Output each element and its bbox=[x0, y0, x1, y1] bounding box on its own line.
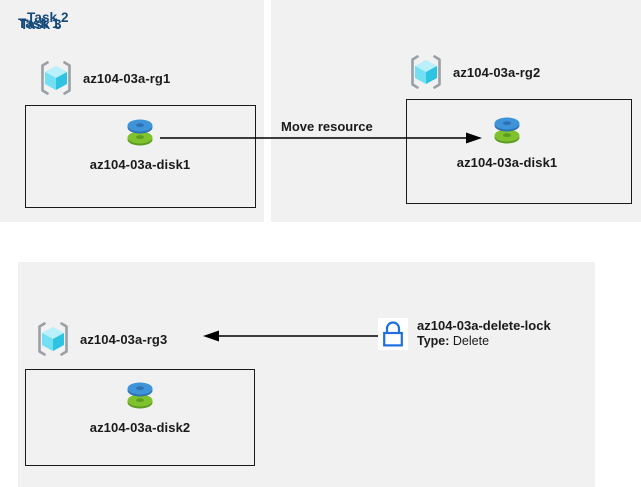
resource-group-label-rg1: az104-03a-rg1 bbox=[83, 70, 171, 86]
connector-lock-to-resource-group bbox=[203, 330, 381, 342]
managed-disk-icon bbox=[120, 375, 160, 415]
panel-title-task-1: Task 1 bbox=[18, 16, 60, 31]
panel-title-task-2: Task 2 bbox=[27, 10, 69, 25]
delete-lock-type-value: Delete bbox=[452, 333, 490, 348]
resource-container-task-3 bbox=[25, 369, 255, 466]
disk-node-task-2[interactable]: az104-03a-disk1 bbox=[447, 110, 567, 170]
managed-disk-icon bbox=[120, 112, 160, 152]
connector-move-resource bbox=[160, 132, 482, 144]
panel-title-task-3: Task 3 bbox=[20, 17, 62, 32]
delete-lock-name: az104-03a-delete-lock bbox=[417, 318, 551, 333]
panel-task-3 bbox=[18, 262, 595, 487]
connector-label-move-resource: Move resource bbox=[281, 119, 373, 134]
panel-task-2 bbox=[271, 0, 641, 222]
resource-group-label-rg2: az104-03a-rg2 bbox=[453, 64, 541, 80]
delete-lock-type-label: Type: bbox=[417, 333, 450, 348]
disk-label-task-2: az104-03a-disk1 bbox=[456, 155, 558, 170]
disk-node-task-3[interactable]: az104-03a-disk2 bbox=[84, 375, 196, 435]
panel-task-1 bbox=[0, 0, 264, 222]
disk-label-task-3: az104-03a-disk2 bbox=[89, 420, 191, 435]
delete-lock-node[interactable]: az104-03a-delete-lock Type: Delete bbox=[378, 318, 551, 350]
resource-container-task-1 bbox=[25, 105, 256, 208]
resource-container-task-2 bbox=[406, 99, 632, 204]
managed-disk-icon bbox=[487, 110, 527, 150]
lock-icon bbox=[378, 318, 408, 350]
resource-group-icon bbox=[33, 319, 73, 359]
delete-lock-text: az104-03a-delete-lock Type: Delete bbox=[417, 318, 551, 349]
resource-group-icon bbox=[406, 52, 446, 92]
disk-node-task-1[interactable]: az104-03a-disk1 bbox=[85, 112, 195, 172]
resource-group-icon bbox=[36, 58, 76, 98]
resource-group-node-rg3[interactable]: az104-03a-rg3 bbox=[33, 319, 167, 359]
delete-lock-type: Type: Delete bbox=[417, 334, 551, 349]
resource-group-node-rg2[interactable]: az104-03a-rg2 bbox=[406, 52, 540, 92]
resource-group-label-rg3: az104-03a-rg3 bbox=[80, 331, 168, 347]
disk-label-task-1: az104-03a-disk1 bbox=[89, 157, 191, 172]
resource-group-node-rg1[interactable]: az104-03a-rg1 bbox=[36, 58, 170, 98]
